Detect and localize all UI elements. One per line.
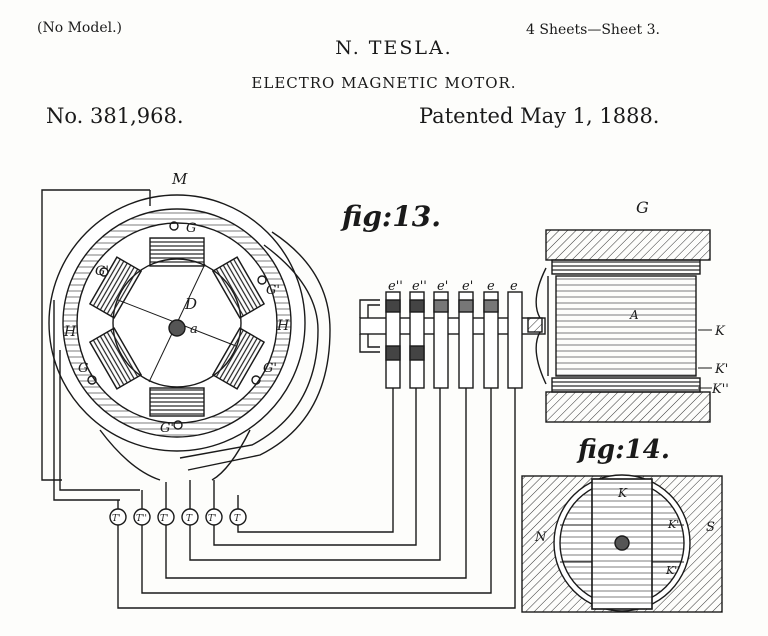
commutator-label: e (487, 279, 495, 294)
outer-wire (211, 429, 251, 481)
terminal-label: T (234, 514, 241, 524)
pole-top (551, 259, 701, 275)
coil-top (149, 237, 205, 267)
coil-upper-right (211, 256, 266, 319)
label-H-left: H (63, 324, 77, 340)
pole-terminal (257, 275, 267, 285)
terminal-leads (117, 480, 239, 509)
pole-terminal (99, 267, 109, 277)
terminal-row (109, 508, 247, 526)
terminal-label: T' (208, 514, 216, 524)
fig13-shaft (359, 317, 546, 335)
coil-lower-right (211, 327, 266, 390)
patent-number: No. 381,968. (46, 104, 184, 128)
lead-wire (213, 388, 417, 546)
patent-date: Patented May 1, 1888. (419, 104, 660, 128)
lead-wire (165, 388, 467, 579)
commutator-label: e (510, 279, 518, 294)
lead-wire (189, 388, 441, 561)
label-G-upper-left: G' (95, 264, 109, 279)
label-fig13-G: G (636, 198, 649, 217)
label-H-right: H (276, 318, 290, 334)
label-G-top: G (186, 221, 196, 236)
coil-lower-left (88, 327, 143, 390)
outer-wire (53, 300, 120, 501)
terminal-label: T' (112, 514, 120, 524)
label-D: D (184, 295, 197, 313)
outer-wire (41, 189, 150, 481)
coil-upper-left (88, 256, 143, 319)
lead-wire (117, 388, 516, 609)
no-model-note: (No Model.) (37, 20, 122, 36)
pole-terminal (251, 375, 261, 385)
label-fig14-N: N (534, 530, 547, 545)
commutator-label: e'' (412, 279, 427, 294)
shaft (168, 319, 186, 337)
frame-top (545, 229, 711, 261)
terminal-label: T' (160, 514, 168, 524)
fig13-title: fig:13. (340, 200, 441, 233)
commutator-label: e' (437, 279, 448, 294)
inventor-name: N. TESLA. (335, 37, 453, 59)
frame-bottom (545, 391, 711, 423)
lead-wire (141, 388, 492, 594)
commutator-label: e' (462, 279, 473, 294)
fig14-title: fig:14. (576, 435, 670, 465)
pole-bottom (551, 377, 701, 393)
end-winding (535, 267, 547, 385)
pole-terminal (87, 375, 97, 385)
pole-coils (88, 237, 266, 417)
outer-wire (179, 244, 319, 459)
label-M: M (171, 170, 188, 188)
terminal-label: T'' (136, 514, 147, 524)
armature-section (555, 275, 697, 377)
pole-terminal (169, 221, 179, 231)
patent-title: ELECTRO MAGNETIC MOTOR. (251, 74, 517, 92)
motor-diagram (41, 189, 516, 609)
brush-holder (367, 304, 380, 348)
fig14-shaft (614, 535, 630, 551)
label-fig14-K1: K' (667, 518, 679, 531)
label-G-lower-left: G (78, 361, 88, 376)
label-fig13-K1: K' (714, 362, 728, 377)
coupling (527, 317, 543, 333)
commutator-rings (385, 291, 523, 389)
coil-bottom (149, 387, 205, 417)
label-fig14-K2: K'' (665, 564, 680, 577)
outer-wire (59, 350, 140, 491)
outer-wire (99, 429, 161, 481)
label-fig13-K: K (714, 324, 726, 339)
label-fig14-K: K (617, 486, 628, 500)
label-fig14-S: S (706, 520, 715, 535)
fig14-diagram (521, 474, 723, 613)
label-G-upper-right: G' (266, 283, 280, 298)
label-G-bottom: G' (160, 421, 174, 436)
lead-wire (237, 388, 394, 533)
label-fig13-A: A (629, 308, 639, 322)
terminal-label: T (186, 514, 193, 524)
commutator-label: e'' (388, 279, 403, 294)
pole-terminal (173, 420, 183, 430)
fig13-diagram (359, 229, 712, 423)
label-fig13-K2: K'' (711, 382, 729, 397)
label-a: a (190, 322, 198, 337)
label-G-lower-right: G' (263, 361, 277, 376)
brush-holder (359, 299, 380, 353)
outer-wire (187, 231, 331, 471)
sheet-number: 4 Sheets—Sheet 3. (526, 22, 660, 38)
